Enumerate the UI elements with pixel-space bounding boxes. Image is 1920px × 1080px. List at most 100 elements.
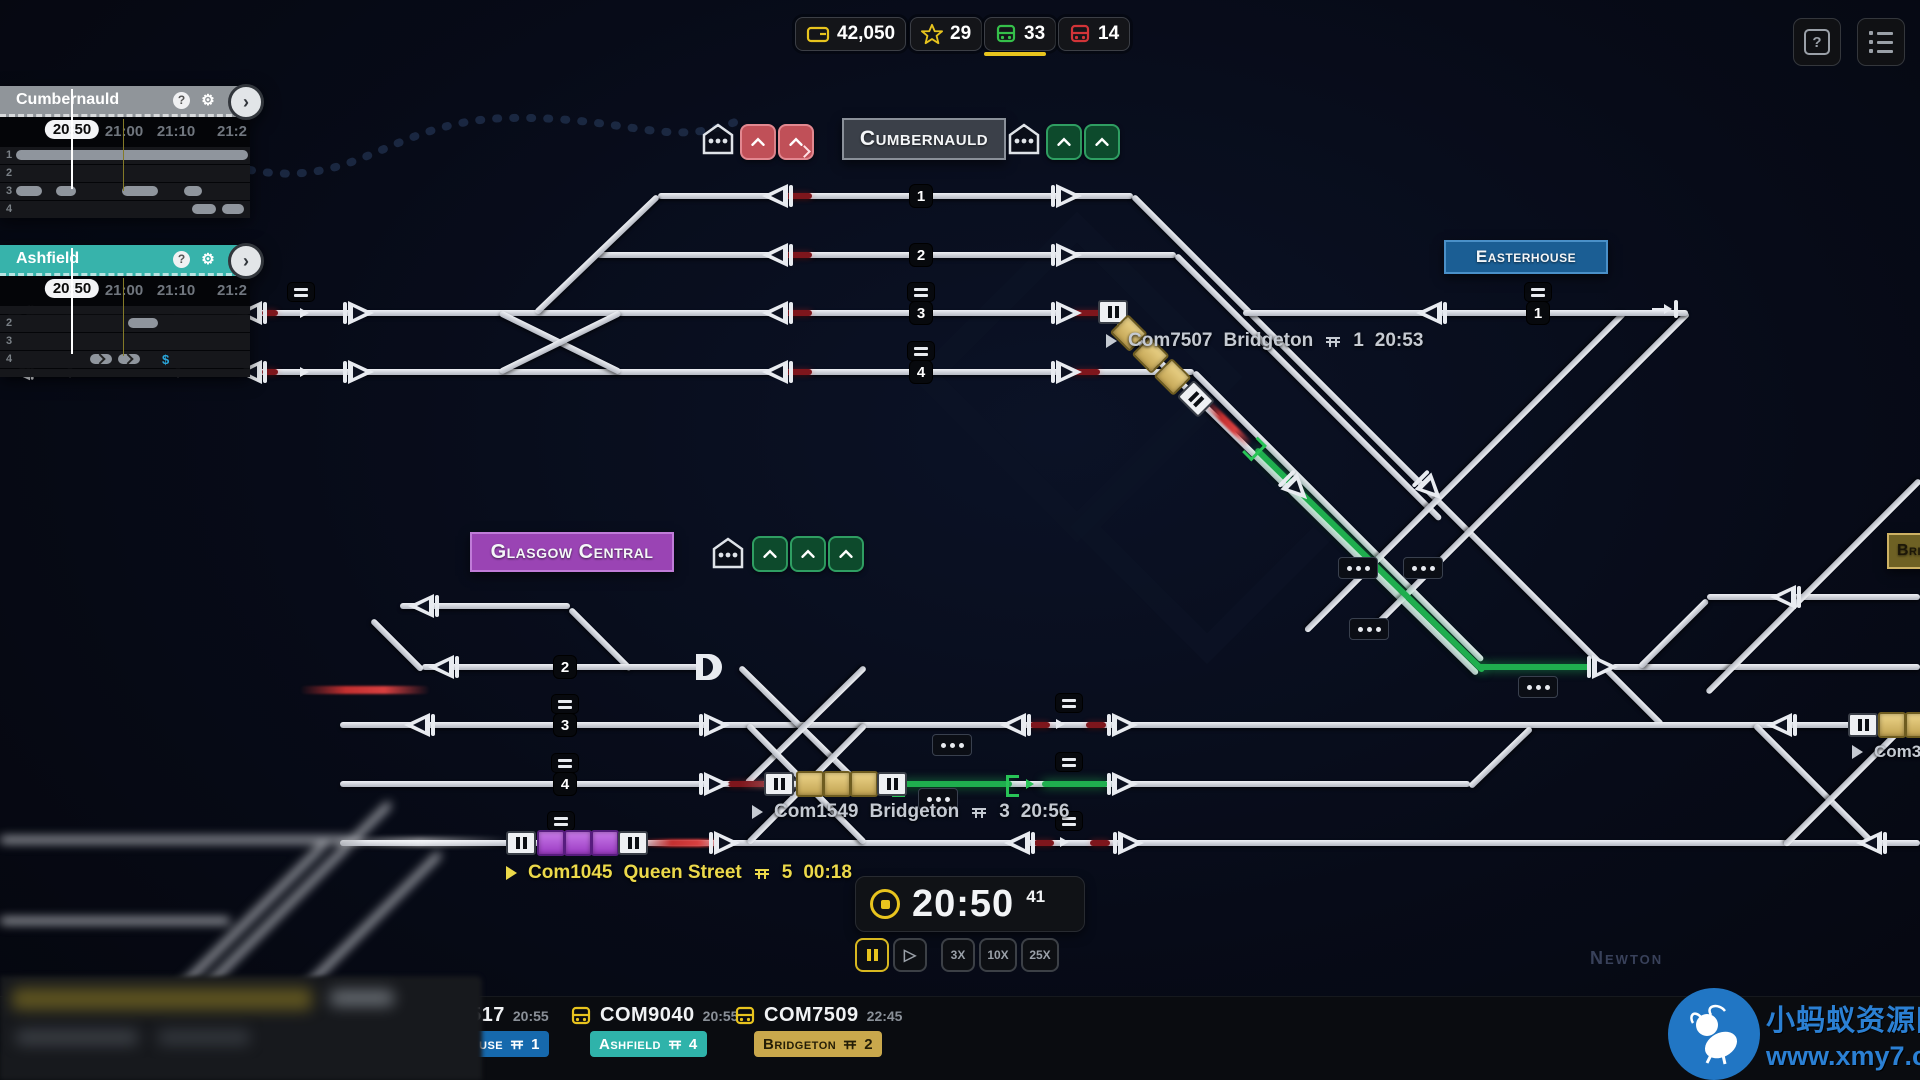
timeline-row[interactable]: 3 [0,333,250,350]
timeline-row[interactable]: 4 $ [0,351,250,368]
schedule-block[interactable] [56,186,76,196]
schedule-block[interactable] [128,318,158,328]
hold-marker[interactable] [1525,283,1551,301]
speed-3x-button[interactable]: 3X [941,938,975,972]
signal[interactable] [1766,713,1797,737]
schedule-block-depart[interactable] [90,353,112,365]
auto-depart-button[interactable] [1084,124,1120,160]
train-label-com1045[interactable]: Com1045 Queen Street 5 00:18 [506,862,852,884]
train-com1045-car[interactable] [537,830,565,856]
signal[interactable] [1051,360,1082,384]
alert-trains-badge[interactable]: 14 [1058,17,1131,51]
signal[interactable] [1113,831,1144,855]
tunnel-portal-icon[interactable] [700,122,736,161]
dead-end-signal[interactable] [696,654,722,680]
hold-marker[interactable] [552,695,578,713]
hold-marker[interactable] [908,283,934,301]
signal[interactable] [762,243,793,267]
schedule-entry[interactable]: COM7509 22:45 Bridgeton 2 [734,1004,902,1057]
hold-marker[interactable] [552,754,578,772]
signal[interactable] [709,831,740,855]
timeline-row[interactable]: 1 [0,147,250,164]
timeline-row[interactable]: 2 [0,165,250,182]
train-com1549-car[interactable] [850,771,878,797]
waypoint-marker[interactable] [1338,557,1378,579]
train-com1549-car[interactable] [823,771,851,797]
hold-marker[interactable] [288,283,314,301]
waypoint-marker[interactable] [1349,618,1389,640]
station-label-easterhouse[interactable]: Easterhouse [1444,240,1608,274]
signal[interactable] [1051,184,1082,208]
station-label-bridgeton-clipped[interactable]: Bridgeton [1887,533,1920,569]
signal[interactable] [1770,585,1801,609]
panel-expand-button[interactable]: › [228,84,264,120]
hold-marker[interactable] [1056,753,1082,771]
timeline-row[interactable]: 3 [0,183,250,200]
tunnel-portal-icon[interactable] [710,536,746,575]
train-label-com1549[interactable]: Com1549 Bridgeton 3 20:56 [752,801,1069,823]
waypoint-marker[interactable] [1518,676,1558,698]
hold-marker[interactable] [548,812,574,830]
signal[interactable] [343,301,374,325]
waypoint-marker[interactable] [932,734,972,756]
schedule-entry[interactable]: 517 20:55 use 1 [470,1004,549,1057]
auto-accept-button[interactable] [752,536,788,572]
panel-header[interactable]: Cumbernauld ? ⚙ × › [0,84,264,120]
timeline-row[interactable]: 2 [0,315,250,332]
gear-icon[interactable]: ⚙ [201,92,215,109]
train-com3-car[interactable] [1878,712,1906,738]
tunnel-portal-icon[interactable] [1006,122,1042,161]
active-trains-badge[interactable]: 33 [984,17,1057,51]
help-icon[interactable]: ? [173,250,190,268]
signal[interactable] [343,360,374,384]
help-button[interactable]: ? [1793,18,1841,66]
schedule-block[interactable] [122,186,158,196]
play-button[interactable]: ▷ [893,938,927,972]
hold-marker[interactable] [908,342,934,360]
train-com3-car[interactable] [1905,712,1920,738]
station-label-glasgow-central[interactable]: Glasgow Central [470,532,674,572]
hold-marker[interactable] [1056,694,1082,712]
signal[interactable] [699,772,730,796]
menu-button[interactable] [1857,18,1905,66]
signal[interactable] [404,713,435,737]
train-com1045-car[interactable] [591,830,619,856]
signal[interactable] [1051,301,1082,325]
station-label-cumbernauld[interactable]: Cumbernauld [842,118,1006,160]
panel-expand-button[interactable]: › [228,243,264,279]
signal[interactable] [762,301,793,325]
hold-marker[interactable] [1056,812,1082,830]
schedule-block[interactable] [222,204,244,214]
signal[interactable] [762,184,793,208]
timeline-row[interactable]: 4 [0,201,250,218]
signal[interactable] [1856,831,1887,855]
schedule-block[interactable] [192,204,216,214]
schedule-block[interactable] [184,186,202,196]
signal[interactable] [408,594,439,618]
auto-depart-button[interactable] [790,536,826,572]
train-com1549-car[interactable] [796,771,824,797]
signal[interactable] [699,713,730,737]
schedule-block-depart[interactable] [118,353,140,365]
signal[interactable] [1107,772,1138,796]
speed-25x-button[interactable]: 25X [1021,938,1059,972]
auto-depart-button[interactable] [778,124,814,160]
train-label-com7507[interactable]: Com7507 Bridgeton 1 20:53 [1106,330,1423,352]
train-label-com3[interactable]: Com3 [1852,742,1920,762]
signal[interactable] [1416,301,1447,325]
signal[interactable] [1107,713,1138,737]
panel-header[interactable]: Ashfield ? ⚙ × › [0,243,264,279]
signal[interactable] [1587,655,1618,679]
waypoint-marker[interactable] [1403,557,1443,579]
gear-icon[interactable]: ⚙ [201,251,215,268]
speed-10x-button[interactable]: 10X [979,938,1017,972]
signal[interactable] [1000,713,1031,737]
money-badge[interactable]: 42,050 [795,17,907,51]
auto-accept-button[interactable] [1046,124,1082,160]
auto-route-button[interactable] [828,536,864,572]
schedule-entry[interactable]: COM9040 20:55 Ashfield 4 [570,1004,738,1057]
signal[interactable] [1051,243,1082,267]
waypoint-marker[interactable] [918,788,958,810]
train-com1045-car[interactable] [564,830,592,856]
schedule-block[interactable] [16,150,248,160]
